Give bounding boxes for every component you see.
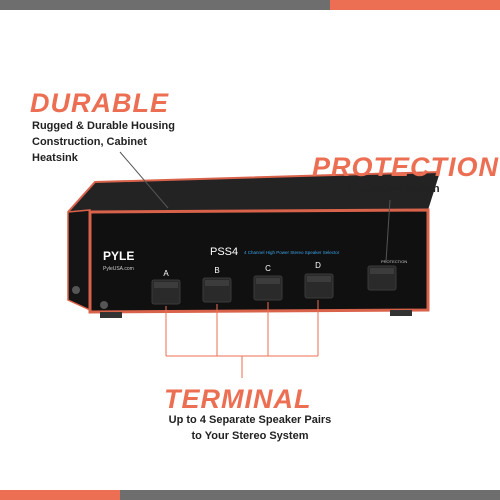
device-top-surface — [68, 172, 440, 212]
model-subtitle: 4 Channel High Power Stereo Speaker Sele… — [244, 250, 340, 255]
terminal-line-1: Up to 4 Separate Speaker Pairs — [168, 414, 332, 426]
durable-leader-line — [119, 151, 169, 209]
durable-line-1: Rugged & Durable Housing — [32, 120, 175, 132]
terminal-title: TERMINAL — [164, 384, 312, 414]
device-foot — [100, 312, 122, 318]
channel-d-label: D — [315, 261, 321, 270]
channel-b-label: B — [214, 266, 219, 275]
channel-b-button — [202, 277, 232, 303]
top-accent-bar-gray — [0, 0, 330, 10]
brand-website: PyleUSA.com — [103, 266, 134, 272]
bottom-accent-bar-gray — [120, 490, 500, 500]
durable-description: Rugged & Durable Housing Construction, C… — [32, 118, 182, 166]
protection-description: Protection button — [348, 183, 440, 195]
terminal-description: Up to 4 Separate Speaker Pairs to Your S… — [160, 412, 340, 444]
terminal-leader-lines — [165, 300, 319, 378]
model-name: PSS4 — [210, 246, 238, 258]
channel-d-button — [304, 273, 334, 299]
channel-a-label: A — [163, 269, 169, 278]
protection-title: PROTECTION — [312, 152, 500, 182]
brand-logo: PYLE — [103, 249, 134, 263]
channel-a-button — [151, 279, 181, 305]
terminal-line-2: to Your Stereo System — [191, 430, 309, 442]
durable-line-2: Construction, Cabinet Heatsink — [32, 136, 147, 164]
channel-c-label: C — [265, 264, 271, 273]
protection-label: PROTECTION — [381, 259, 407, 264]
device-foot — [390, 310, 412, 316]
durable-title: DURABLE — [30, 88, 169, 118]
device-side-panel — [67, 209, 91, 312]
channel-c-button — [253, 275, 283, 301]
top-accent-bar-orange — [330, 0, 500, 10]
rear-knob — [100, 301, 108, 309]
bottom-accent-bar-orange — [0, 490, 120, 500]
rear-knob — [72, 286, 80, 294]
protection-leader-line — [385, 199, 391, 263]
protection-button — [367, 265, 397, 291]
